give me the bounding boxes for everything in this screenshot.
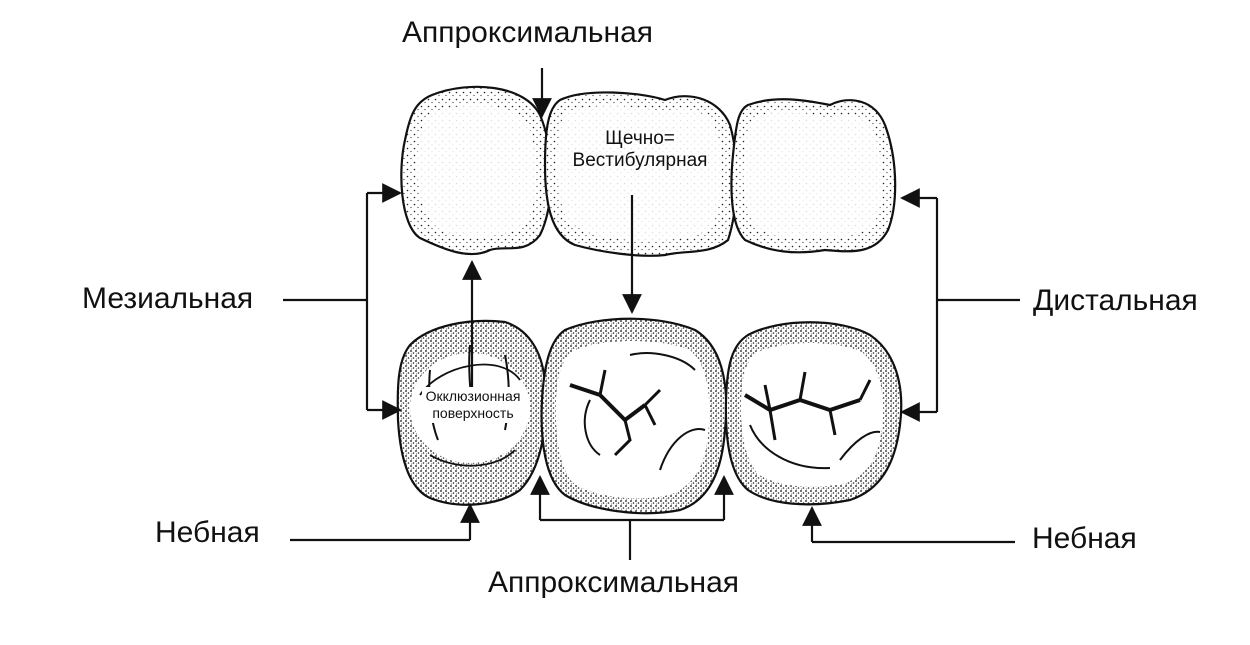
approximal-top-label: Аппроксимальная [402,16,654,49]
distal-bracket [900,188,1020,422]
mesial-label: Мезиальная [82,282,254,315]
approximal-bottom-bracket [530,475,734,560]
buccal-label: Щечно= Вестибулярная [570,128,710,172]
palatal-left-leader [290,503,480,542]
upper-tooth-1 [400,85,553,256]
palatal-right-label: Небная [1032,522,1137,555]
occlusal-label-line1: Окклюзионная [425,388,521,404]
upper-tooth-2 [543,91,738,257]
palatal-left-label: Небная [155,516,260,549]
approximal-bottom-label: Аппроксимальная [488,566,740,599]
distal-label: Дистальная [1033,284,1198,317]
lower-tooth-2 [540,317,728,515]
buccal-label-line1: Щечно= [605,128,675,149]
mesial-bracket [283,183,402,420]
upper-tooth-3 [730,98,897,254]
occlusal-label: Окклюзионная поверхность [422,387,524,423]
palatal-right-leader [802,506,1015,544]
buccal-label-line2: Вестибулярная [572,149,708,171]
occlusal-label-line2: поверхность [432,404,514,421]
lower-tooth-3 [724,321,903,506]
